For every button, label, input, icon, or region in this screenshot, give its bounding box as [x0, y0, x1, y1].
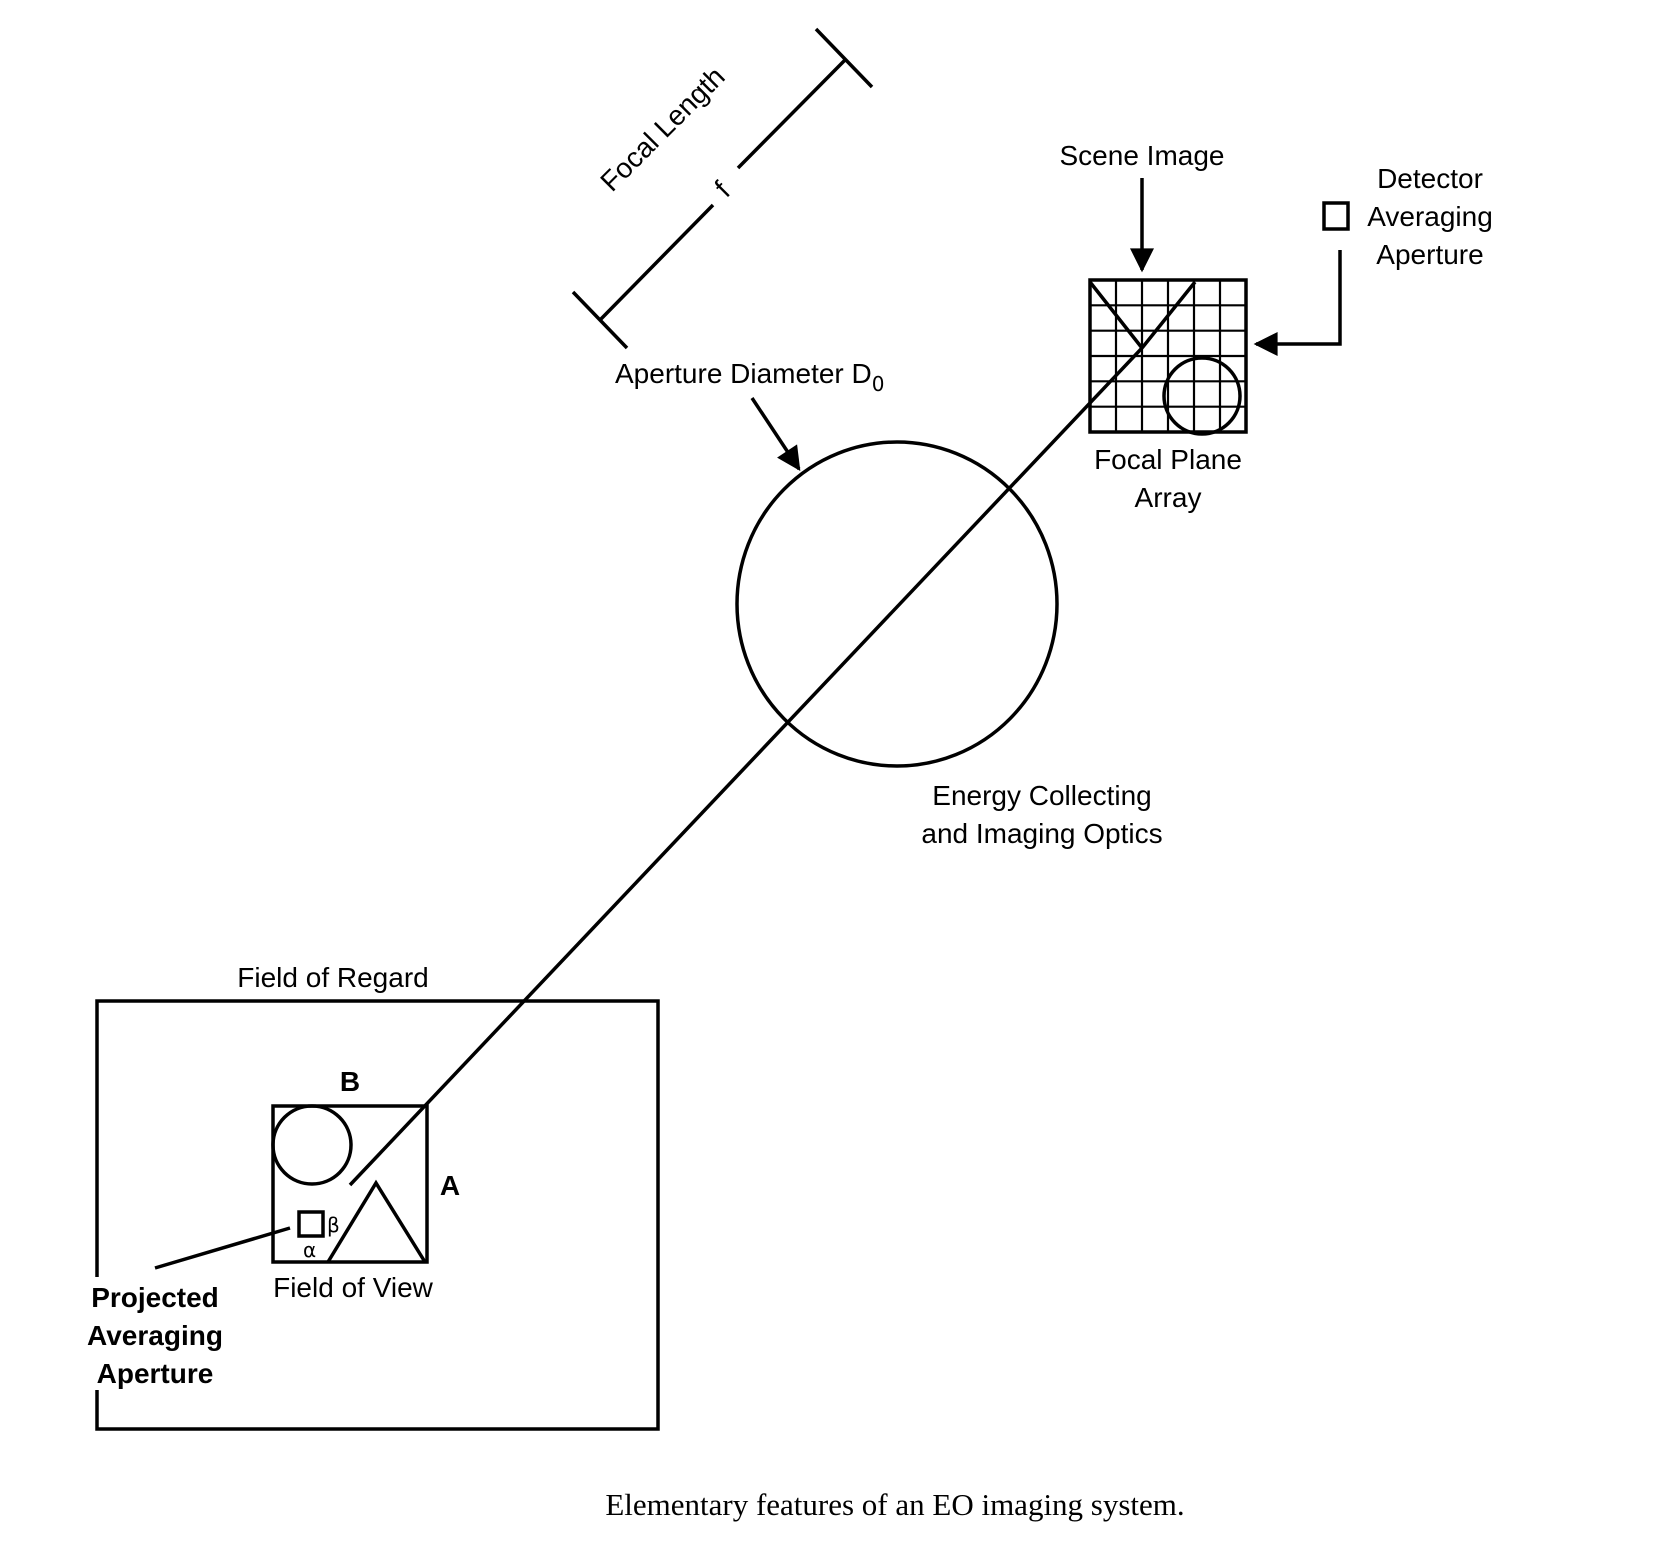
optics-label-line2: and Imaging Optics — [921, 818, 1162, 849]
b-label: B — [340, 1066, 360, 1097]
projected-label-line3: Aperture — [97, 1358, 214, 1389]
projected-aperture-square-icon — [297, 1210, 325, 1238]
projected-label-line2: Averaging — [87, 1320, 223, 1351]
detector-label-line3: Aperture — [1376, 239, 1483, 270]
scene-image-label: Scene Image — [1060, 140, 1225, 171]
focal-plane-array — [1088, 278, 1248, 436]
focal-length-label: Focal Length — [594, 61, 730, 197]
scene-triangle-right — [1140, 280, 1197, 350]
optics-label-line1: Energy Collecting — [932, 780, 1151, 811]
projected-label-line1: Projected — [91, 1282, 219, 1313]
detector-label-line2: Averaging — [1367, 201, 1493, 232]
detector-arrow — [1253, 250, 1342, 356]
fov-triangle — [326, 1179, 427, 1263]
a-label: A — [440, 1170, 460, 1201]
focal-plane-label-line1: Focal Plane — [1094, 444, 1242, 475]
detector-label-line1: Detector — [1377, 163, 1483, 194]
projected-aperture-pointer — [154, 1226, 291, 1270]
detector-aperture-square-icon — [1322, 201, 1350, 231]
optical-axis-line — [348, 346, 1144, 1187]
focal-length-tick-bottom — [571, 290, 629, 350]
aperture-diameter-arrow — [750, 397, 801, 472]
f-label: f — [709, 175, 737, 203]
scene-triangle-left — [1088, 280, 1144, 350]
optics-lens-circle — [735, 440, 1059, 768]
field-of-view-box — [271, 1104, 429, 1264]
beta-label: β — [327, 1213, 340, 1237]
field-of-regard-label: Field of Regard — [237, 962, 428, 993]
field-of-regard-box — [95, 999, 660, 1431]
alpha-label: α — [303, 1238, 316, 1262]
aperture-diameter-label: Aperture Diameter D0 — [615, 358, 885, 396]
scene-circle — [1162, 356, 1242, 436]
focal-length-tick-top — [814, 27, 874, 89]
figure-caption: Elementary features of an EO imaging sys… — [605, 1487, 1184, 1522]
fov-circle — [271, 1104, 353, 1186]
focal-length-dimension: Focal Length f — [571, 27, 874, 350]
focal-plane-label-line2: Array — [1135, 482, 1202, 513]
field-of-view-label: Field of View — [273, 1272, 434, 1303]
